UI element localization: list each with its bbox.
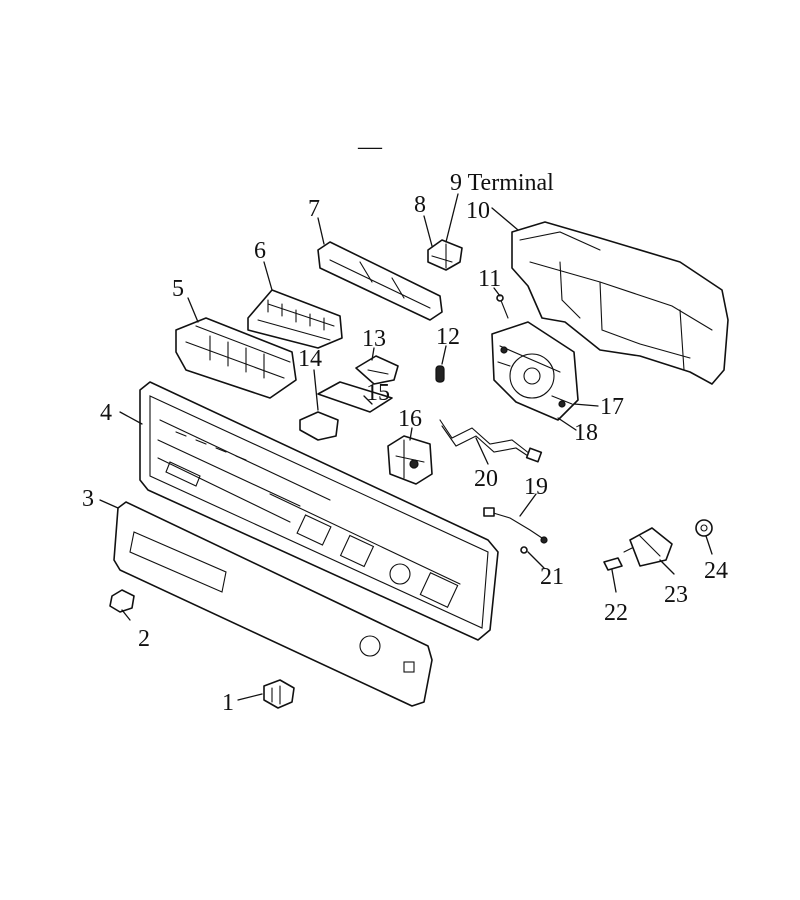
callout-24: 24 xyxy=(704,558,728,584)
part-23-valve xyxy=(623,527,673,567)
part-22-pin xyxy=(603,557,623,571)
callout-20: 20 xyxy=(474,466,498,492)
part-14-switch xyxy=(299,411,339,441)
callout-4: 4 xyxy=(100,400,112,426)
callout-21: 21 xyxy=(540,564,564,590)
callout-1: 1 xyxy=(222,690,234,716)
callout-labels: 1 2 3 4 5 6 7 8 9 Terminal 10 11 12 13 1… xyxy=(82,170,728,716)
part-7-cover xyxy=(317,241,443,321)
part-1-selector-knob xyxy=(263,679,295,709)
part-6-switch-block xyxy=(247,289,343,349)
callout-18: 18 xyxy=(574,420,598,446)
part-20-wire-harness xyxy=(439,419,543,463)
callout-19: 19 xyxy=(524,474,548,500)
callout-13: 13 xyxy=(362,326,386,352)
part-5-switch-assembly xyxy=(175,317,297,399)
callout-2: 2 xyxy=(138,626,150,652)
part-15-insulator xyxy=(317,381,393,413)
callout-10: 10 xyxy=(466,198,490,224)
callout-14: 14 xyxy=(298,346,322,372)
callout-8: 8 xyxy=(414,192,426,218)
part-2-knob xyxy=(109,589,135,613)
callout-3: 3 xyxy=(82,486,94,512)
part-8-terminal-block xyxy=(427,239,463,271)
top-mark: — xyxy=(357,134,383,160)
part-3-trim-panel xyxy=(113,501,433,707)
part-24-washer xyxy=(695,519,713,537)
part-19-cord xyxy=(483,507,548,554)
callout-17: 17 xyxy=(600,394,624,420)
part-16-relay xyxy=(387,435,433,485)
callout-12: 12 xyxy=(436,324,460,350)
part-17-timer xyxy=(491,321,579,421)
callout-6: 6 xyxy=(254,238,266,264)
callout-22: 22 xyxy=(604,600,628,626)
leader-lines xyxy=(99,193,713,701)
part-4-control-panel xyxy=(139,381,499,641)
part-10-housing xyxy=(511,221,729,385)
part-12-spring xyxy=(435,365,445,383)
callout-9-terminal: 9 Terminal xyxy=(450,170,554,196)
callout-5: 5 xyxy=(172,276,184,302)
callout-23: 23 xyxy=(664,582,688,608)
part-11-screw xyxy=(496,294,509,319)
callout-16: 16 xyxy=(398,406,422,432)
callout-11: 11 xyxy=(478,266,501,292)
callout-7: 7 xyxy=(308,196,320,222)
callout-15: 15 xyxy=(366,380,390,406)
